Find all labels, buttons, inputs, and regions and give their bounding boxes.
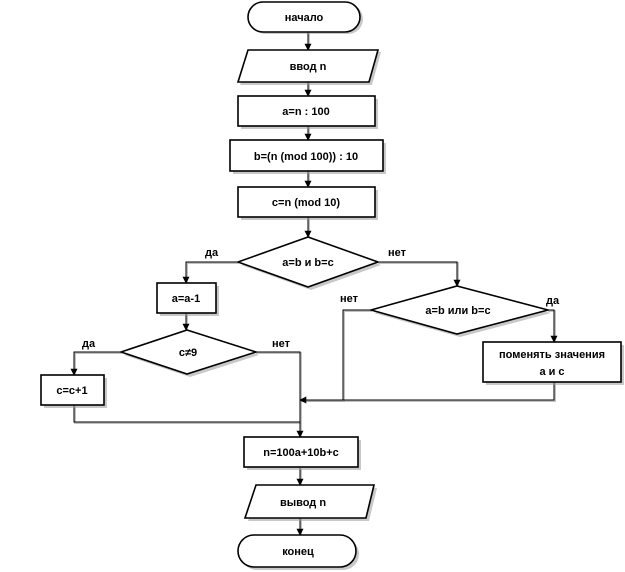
dec-a-label: a=a-1: [172, 293, 200, 305]
edge-decision-3-yes: [547, 309, 558, 343]
decision-1-label: a=b и b=c: [282, 257, 333, 269]
decision-1-yes-label: да: [205, 247, 219, 259]
decision-2-no-label: нет: [272, 338, 291, 350]
edge-decision-2-yes: [70, 351, 121, 376]
decision-2-label: c≠9: [179, 347, 197, 359]
swap-label-line-1: поменять значения: [499, 349, 605, 361]
decision-3-yes-label: да: [546, 295, 560, 307]
inc-c-label: c=c+1: [56, 385, 87, 397]
decision-3-no-label: нет: [340, 293, 359, 305]
end-label: конец: [282, 546, 314, 558]
edge-decision-2-no: [255, 351, 304, 438]
connector-shadows: [74, 33, 556, 536]
output-label: вывод n: [280, 497, 326, 509]
decision-1-no-label: нет: [388, 247, 407, 259]
edge-decision-3-no: [300, 309, 371, 401]
node-decision-1: a=b и b=c: [235, 236, 381, 288]
edge-decision-1-no: [377, 261, 461, 287]
node-start: начало: [247, 1, 361, 33]
node-swap: поменять значения a и c: [482, 341, 622, 383]
step-c-label: c=n (mod 10): [272, 197, 340, 209]
input-label: ввод n: [290, 61, 327, 73]
node-decision-2: c≠9: [118, 329, 259, 375]
node-step-b: b=(n (mod 100)) : 10: [229, 139, 384, 172]
node-output: вывод n: [243, 484, 376, 519]
node-step-a: a=n : 100: [237, 95, 376, 127]
edge-decision-1-yes: [182, 261, 238, 284]
node-compute-n: n=100a+10b+c: [243, 436, 359, 468]
node-dec-a: a=a-1: [156, 282, 217, 314]
step-a-label: a=n : 100: [282, 106, 329, 118]
decision-2-yes-label: да: [82, 338, 96, 350]
node-end: конец: [237, 534, 357, 568]
compute-n-label: n=100a+10b+c: [263, 447, 339, 459]
decision-3-label: a=b или b=c: [425, 305, 490, 317]
swap-label-line-2: a и c: [539, 366, 564, 378]
step-b-label: b=(n (mod 100)) : 10: [254, 151, 358, 163]
connectors: [70, 32, 558, 536]
start-label: начало: [285, 12, 324, 24]
edge-inc-c-merge: [73, 405, 300, 423]
edge-swap-merge: [299, 382, 555, 404]
node-input: ввод n: [236, 49, 380, 83]
node-step-c: c=n (mod 10): [237, 186, 376, 218]
node-decision-3: a=b или b=c: [368, 285, 552, 335]
node-inc-c: c=c+1: [40, 374, 105, 406]
